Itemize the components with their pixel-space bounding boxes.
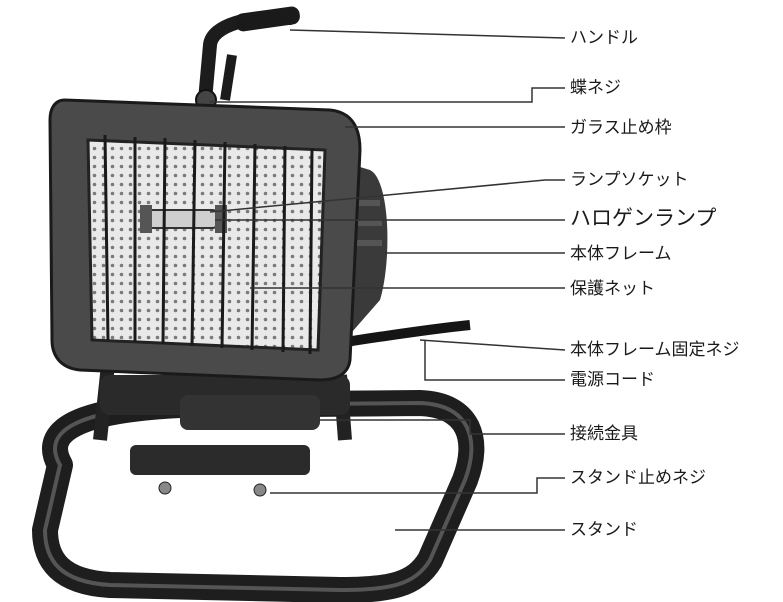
power-cord-label: 電源コード: [570, 370, 655, 390]
handle-label: ハンドル: [570, 28, 638, 48]
glass-frame-label: ガラス止め枠: [570, 118, 672, 138]
housing: [48, 98, 362, 382]
body-frame-screw-label: 本体フレーム固定ネジ: [570, 340, 740, 360]
lamp-socket-label: ランプソケット: [570, 170, 689, 190]
connector-label: 接続金具: [570, 424, 638, 444]
body-frame-label: 本体フレーム: [570, 244, 672, 264]
connector-block: [130, 395, 320, 497]
stand-shape: [32, 390, 485, 602]
wing-screw-label: 蝶ネジ: [570, 78, 621, 98]
stand-screw-label: スタンド止めネジ: [570, 468, 706, 488]
protective-net-label: 保護ネット: [570, 279, 655, 299]
stand-label: スタンド: [570, 520, 638, 540]
halogen-lamp-shape: [140, 205, 227, 233]
halogen-lamp-label: ハロゲンランプ: [570, 206, 717, 230]
protective-net-wires: [103, 134, 314, 355]
leader-lines: [209, 29, 566, 531]
handle-shape: [198, 6, 300, 107]
